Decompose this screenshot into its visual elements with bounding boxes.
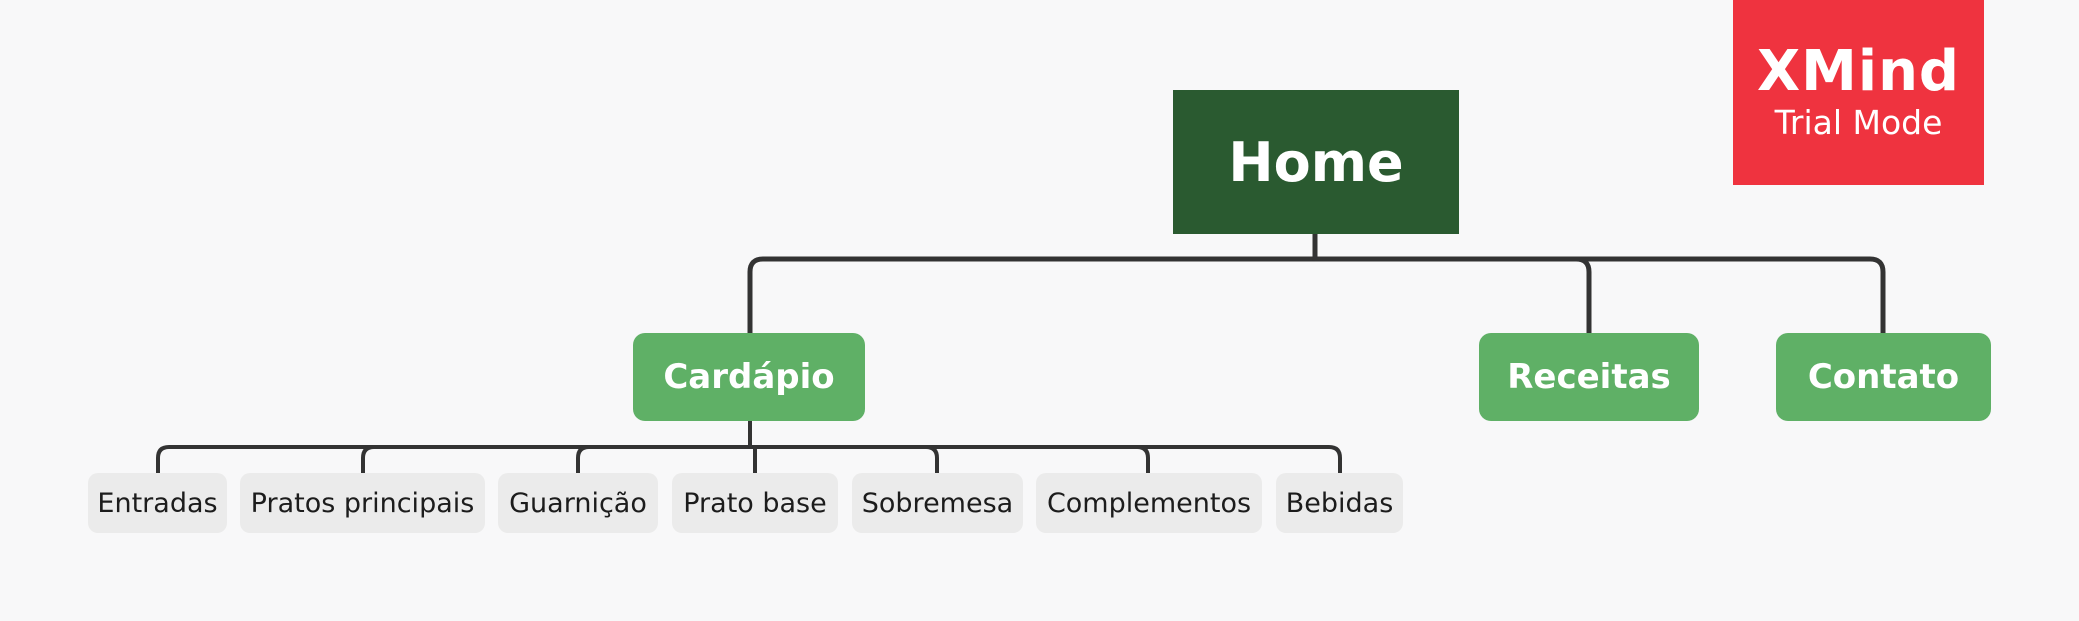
subtopic-entradas-label: Entradas [97,487,218,519]
subtopic-guarnicao-label: Guarnição [509,487,647,519]
watermark-subtitle: Trial Mode [1774,102,1943,142]
subtopic-entradas[interactable]: Entradas [88,473,227,533]
subtopic-sobremesa[interactable]: Sobremesa [852,473,1023,533]
topic-contato-label: Contato [1807,357,1960,397]
connector-home-receitas [1312,231,1592,336]
connector-cardapio-bebidas [748,445,1342,475]
connector-cardapio-pratos [361,445,752,475]
subtopic-prato-base-label: Prato base [683,487,827,519]
subtopic-complementos-label: Complementos [1046,487,1252,519]
topic-cardapio[interactable]: Cardápio [633,333,865,421]
xmind-trial-watermark: XMind Trial Mode [1733,0,1984,185]
topic-contato[interactable]: Contato [1776,333,1991,421]
topic-home[interactable]: Home [1173,90,1459,234]
subtopic-prato-base[interactable]: Prato base [672,473,838,533]
subtopic-complementos[interactable]: Complementos [1036,473,1262,533]
subtopic-bebidas[interactable]: Bebidas [1276,473,1403,533]
connector-home-cardapio [747,231,1318,336]
topic-receitas-label: Receitas [1507,357,1671,397]
connector-cardapio-sobremesa [748,445,939,475]
connector-cardapio-complementos [748,445,1150,475]
subtopic-guarnicao[interactable]: Guarnição [498,473,658,533]
topic-home-label: Home [1228,130,1404,194]
topic-cardapio-label: Cardápio [663,357,835,397]
watermark-title: XMind [1756,38,1961,104]
topic-receitas[interactable]: Receitas [1479,333,1699,421]
connector-home-contato [1312,231,1886,336]
connector-cardapio-guarnicao [576,445,752,475]
subtopic-pratos-principais[interactable]: Pratos principais [240,473,485,533]
connector-cardapio-entradas [156,419,752,475]
subtopic-pratos-principais-label: Pratos principais [250,487,475,519]
subtopic-bebidas-label: Bebidas [1285,487,1394,519]
subtopic-sobremesa-label: Sobremesa [861,487,1014,519]
